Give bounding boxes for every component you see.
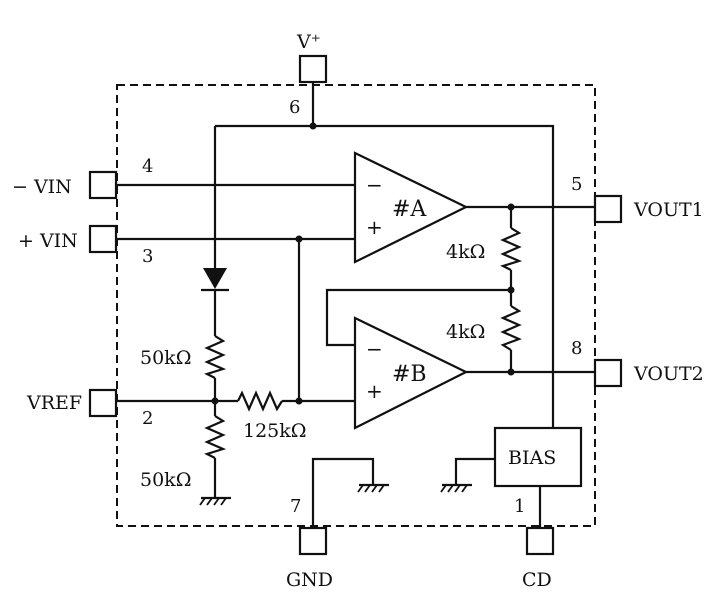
junction-vplus [309, 122, 317, 130]
opamp-b-minus: − [366, 337, 383, 361]
junction-b-out [507, 368, 515, 376]
pin-box-vout1 [593, 194, 623, 224]
label-vplus: V⁺ [296, 31, 321, 53]
label-neg-vin: − VIN [12, 176, 72, 198]
label-vout2: VOUT2 [633, 363, 704, 385]
resistor-series-label: 125kΩ [243, 420, 307, 442]
junction-pos-vin [295, 235, 303, 243]
resistor-div-top-label: 50kΩ [140, 347, 191, 369]
ground-icon-bias [440, 483, 472, 493]
opamp-a-minus: − [366, 173, 383, 197]
opamp-a-plus: + [366, 215, 383, 239]
opamp-a-label: #A [392, 197, 427, 222]
pin-number-7: 7 [290, 496, 301, 517]
resistor-fb-top-icon [500, 227, 523, 271]
pin-number-2: 2 [142, 408, 153, 429]
junction-b-plus [295, 397, 303, 405]
ground-icon-gnd [357, 483, 389, 493]
resistor-fb-bottom-icon [500, 305, 522, 351]
wire-b-out [466, 350, 595, 374]
junction-a-out [507, 203, 515, 211]
pin-box-pos-vin [88, 224, 118, 254]
resistor-div-bottom-icon [204, 415, 227, 459]
bias-label: BIAS [508, 447, 556, 469]
pin-box-cd [525, 526, 555, 556]
pin-number-4: 4 [142, 156, 153, 177]
pin-number-1: 1 [514, 496, 525, 517]
wire-gnd [311, 457, 375, 528]
pin-box-vout2 [593, 358, 623, 388]
label-gnd: GND [286, 569, 333, 591]
wire-vplus [215, 82, 555, 428]
wire-bias-gnd [454, 457, 495, 484]
ground-icon-divider [199, 496, 231, 506]
resistor-series-icon [237, 390, 283, 412]
pin-box-neg-vin [88, 170, 118, 200]
label-cd: CD [522, 569, 552, 591]
resistor-div-top-icon [204, 335, 227, 379]
pin-box-gnd [298, 526, 328, 556]
label-vout1: VOUT1 [633, 199, 704, 221]
opamp-b-icon [353, 316, 469, 430]
pin-box-vref [88, 388, 118, 418]
label-pos-vin: + VIN [18, 230, 78, 252]
diode-icon [201, 268, 229, 292]
pin-number-6: 6 [289, 97, 300, 118]
opamp-b-label: #B [392, 362, 427, 387]
pin-number-3: 3 [142, 246, 153, 267]
package-outline [116, 84, 596, 527]
junction-vref [211, 397, 219, 405]
resistor-fb-bottom-label: 4kΩ [446, 321, 485, 343]
pin-number-8: 8 [571, 338, 582, 359]
bias-block [493, 426, 583, 488]
opamp-b-plus: + [366, 379, 383, 403]
label-vref: VREF [26, 392, 82, 414]
opamp-a-icon [353, 151, 469, 264]
junction-feedback [507, 286, 515, 294]
pin-number-5: 5 [571, 174, 582, 195]
resistor-fb-top-label: 4kΩ [446, 241, 485, 263]
resistor-div-bottom-label: 50kΩ [140, 469, 191, 491]
pin-box-vplus [298, 54, 328, 84]
